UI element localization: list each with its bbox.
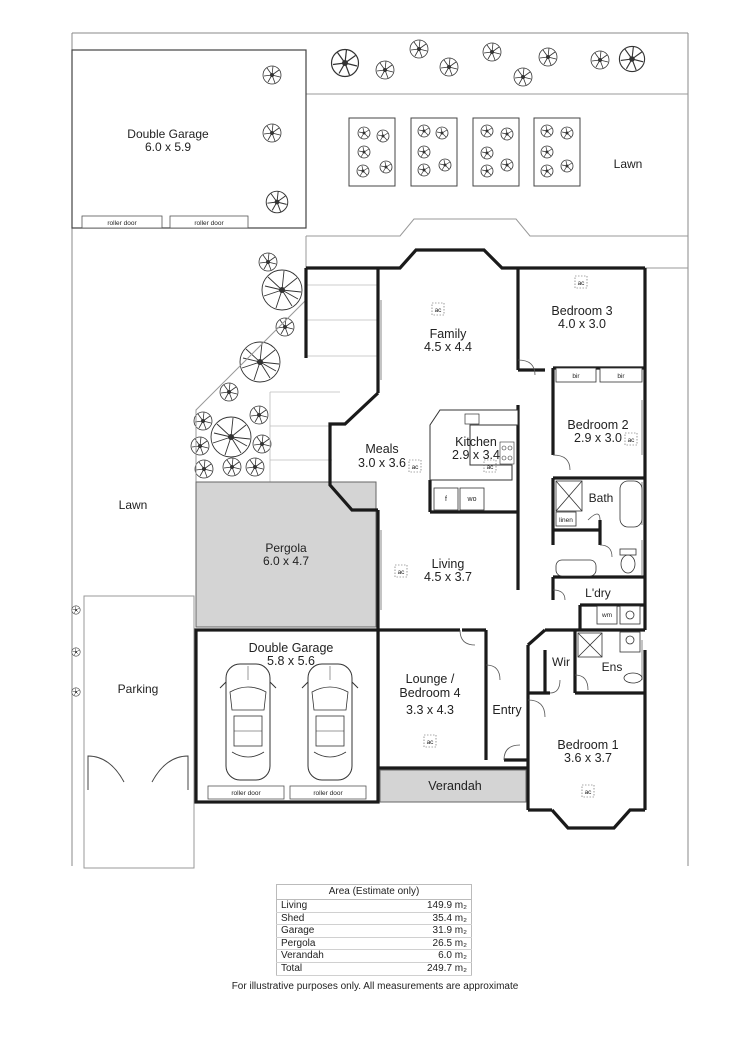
parking-area	[83, 595, 195, 869]
ac-markers	[394, 275, 638, 798]
roller-door-label-1: roller door	[107, 220, 137, 227]
bedroom1-name: Bedroom 1	[557, 738, 618, 752]
main-roller-door-label-1: roller door	[231, 790, 261, 797]
ac-meals: ac	[412, 464, 420, 471]
living-name: Living	[432, 557, 465, 571]
ensuite-fixtures	[577, 631, 643, 684]
main-roller-door-1	[207, 785, 285, 800]
ac-kitchen: ac	[487, 464, 495, 471]
laundry-name: L'dry	[585, 586, 611, 600]
area-value: 31.9 m₂	[376, 924, 472, 938]
meals-size: 3.0 x 3.6	[358, 456, 406, 470]
area-label: Living	[276, 899, 377, 913]
entry-name: Entry	[492, 703, 522, 717]
living-size: 4.5 x 3.7	[424, 570, 472, 584]
family-name: Family	[430, 327, 468, 341]
main-roller-door-2	[289, 785, 367, 800]
garage-main-name: Double Garage	[249, 641, 334, 655]
roller-door-1	[81, 215, 163, 229]
bedroom2-size: 2.9 x 3.0	[574, 431, 622, 445]
wall-oven-label: wo	[467, 496, 477, 503]
ac-bedroom3: ac	[578, 280, 586, 287]
kitchen-sink	[464, 413, 480, 425]
ac-lounge: ac	[427, 739, 435, 746]
area-value: 149.9 m₂	[376, 899, 472, 913]
roller-door-2	[169, 215, 249, 229]
ac-family: ac	[435, 307, 443, 314]
pergola-area	[195, 481, 377, 628]
windows	[380, 300, 643, 680]
bedroom1-size: 3.6 x 3.7	[564, 751, 612, 765]
laundry-fixtures	[596, 605, 641, 625]
kitchen-bench	[429, 409, 519, 481]
area-label: Shed	[276, 912, 377, 926]
wall-oven	[459, 487, 485, 511]
bedroom3-name: Bedroom 3	[551, 304, 612, 318]
area-value: 35.4 m₂	[376, 912, 472, 926]
washing-machine-label: wm	[601, 612, 612, 619]
lawn-left-label: Lawn	[119, 498, 148, 512]
lounge-size: 3.3 x 4.3	[406, 703, 454, 717]
area-label: Verandah	[276, 949, 377, 963]
garage-top-name: Double Garage	[127, 127, 209, 141]
lawn-top-edge	[306, 218, 688, 237]
door-swings	[459, 359, 613, 761]
area-label: Garage	[276, 924, 377, 938]
pergola-size: 6.0 x 4.7	[263, 554, 309, 568]
house-walls	[304, 248, 647, 830]
wir-name: Wir	[552, 655, 570, 669]
lounge-name: Lounge /	[406, 672, 455, 686]
kitchen-name: Kitchen	[455, 435, 497, 449]
parking-label: Parking	[118, 682, 159, 696]
fridge-label: f	[445, 496, 447, 503]
bir-label-2: bir	[617, 373, 625, 380]
area-value: 26.5 m₂	[376, 937, 472, 951]
boundary-posts	[71, 605, 81, 697]
area-value: 6.0 m₂	[376, 949, 472, 963]
area-value: 249.7 m₂	[376, 962, 472, 976]
ac-bedroom1: ac	[585, 789, 593, 796]
ac-living: ac	[398, 569, 406, 576]
linen-label: linen	[559, 517, 573, 524]
verandah-area	[379, 769, 527, 803]
roller-door-label-2: roller door	[194, 220, 224, 227]
paving	[269, 284, 378, 482]
disclaimer: For illustrative purposes only. All meas…	[231, 981, 519, 992]
bedroom2-name: Bedroom 2	[567, 418, 628, 432]
bath-name: Bath	[589, 491, 614, 505]
main-roller-door-label-2: roller door	[313, 790, 343, 797]
bir-1	[555, 367, 597, 383]
parking-gate	[87, 755, 189, 790]
lawn-top-label: Lawn	[614, 157, 643, 171]
garage-main-size: 5.8 x 5.6	[267, 654, 315, 668]
meals-name: Meals	[365, 442, 398, 456]
area-label: Total	[276, 962, 377, 976]
lounge-name-2: Bedroom 4	[399, 686, 460, 700]
ac-bedroom2: ac	[628, 437, 636, 444]
area-table-title: Area (Estimate only)	[276, 884, 472, 899]
pergola-name: Pergola	[265, 541, 307, 555]
bir-2	[599, 367, 643, 383]
bath-fixtures	[555, 480, 643, 577]
verandah-name: Verandah	[428, 779, 482, 793]
area-label: Pergola	[276, 937, 377, 951]
fridge	[433, 487, 459, 511]
bedroom3-size: 4.0 x 3.0	[558, 317, 606, 331]
kitchen-size: 2.9 x 3.4	[452, 448, 500, 462]
garden-beds	[348, 117, 581, 187]
cooktop	[499, 441, 515, 465]
family-size: 4.5 x 4.4	[424, 340, 472, 354]
garage-top-size: 6.0 x 5.9	[145, 140, 191, 154]
bir-label-1: bir	[572, 373, 580, 380]
ens-name: Ens	[602, 660, 623, 674]
